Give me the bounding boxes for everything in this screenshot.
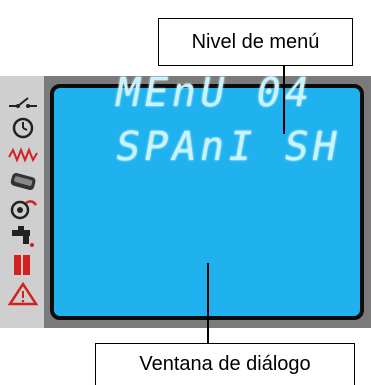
menu-level-text: MEnU 04: [111, 70, 317, 116]
filter-icon: [10, 173, 36, 191]
dialog-window-text: SPAnI SH: [111, 124, 345, 170]
tap-icon: [12, 226, 34, 247]
callout-leader-bottom: [207, 263, 209, 343]
heat-wave-icon: [8, 147, 38, 163]
door-icon: [14, 255, 30, 275]
switch-icon: [9, 97, 37, 108]
pump-icon: [10, 200, 38, 220]
clock-icon: [12, 117, 34, 139]
dialog-window-callout: Ventana de diálogo: [95, 343, 355, 385]
warning-icon: [8, 282, 38, 306]
callout-leader-top: [283, 66, 285, 134]
menu-level-callout: Nivel de menú: [158, 18, 353, 66]
